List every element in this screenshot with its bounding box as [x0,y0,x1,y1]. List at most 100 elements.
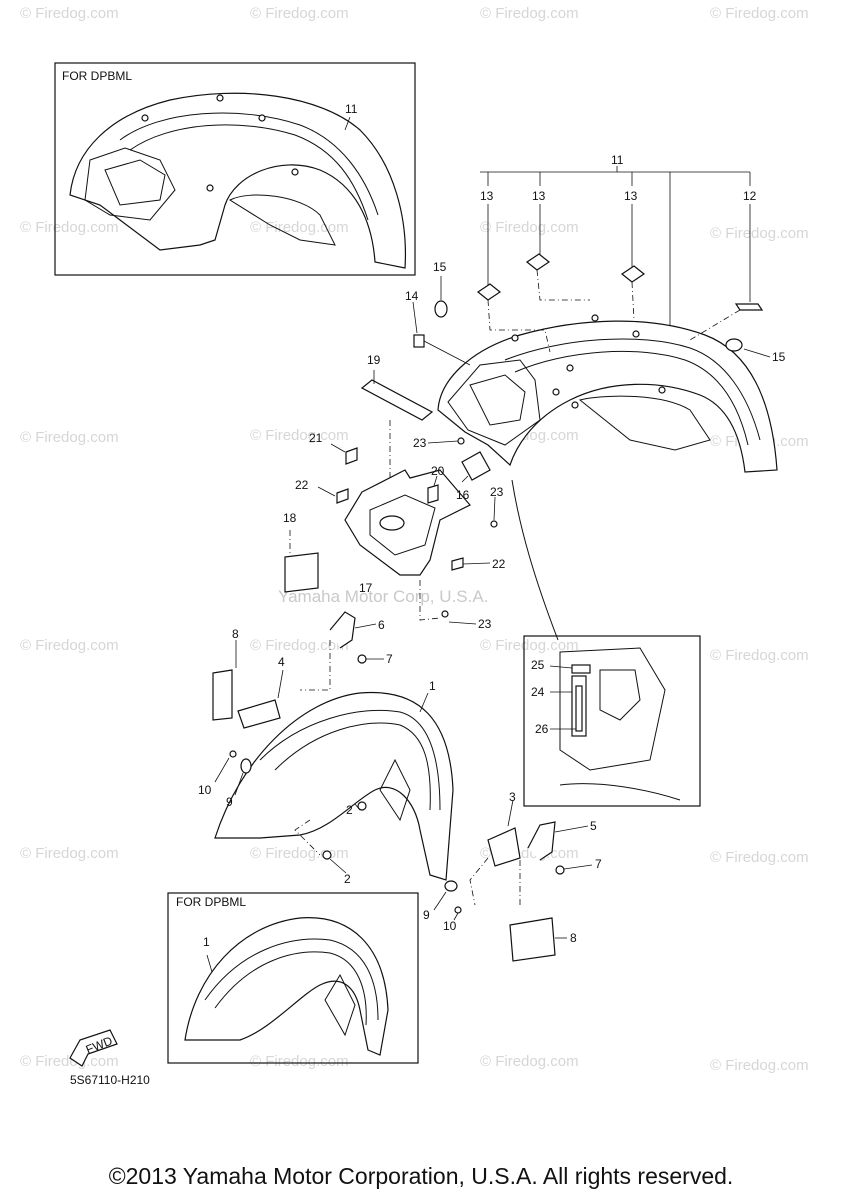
callout-label: 10 [443,919,457,933]
grommet-15b [725,338,743,352]
callout-label: 6 [378,618,385,632]
callout-label: 25 [531,658,545,672]
inset-frame [167,892,419,1064]
pad-22b [451,557,464,571]
callout-label: 11 [345,102,358,116]
front-fender-outline [184,917,389,1056]
callout-label: 2 [344,872,351,886]
watermark: © Firedog.com [480,219,579,236]
pad-21 [345,447,358,465]
watermark: © Firedog.com [20,219,119,236]
front-fender-body [214,691,454,881]
watermark: © Firedog.com [20,5,119,22]
callout-label: 2 [346,803,353,817]
inset-frame [54,62,416,276]
reflector-8b [509,917,556,962]
callout-label: 15 [772,350,786,364]
watermark-overlay: Yamaha Motor Corp, U.S.A. [278,587,488,606]
inset-front-fender: FOR DPBML [167,892,419,1064]
watermark: © Firedog.com [20,429,119,446]
inset-title: FOR DPBML [62,69,132,83]
callout-label: 3 [509,790,516,804]
emblem-13a [476,283,502,301]
emblem-12 [734,303,764,311]
callout-label: 22 [492,557,506,571]
watermark: © Firedog.com [250,1053,349,1070]
front-fender-main [212,611,593,962]
emblem-13b [525,253,551,271]
watermark: © Firedog.com [480,637,579,654]
callout-label: 16 [456,488,470,502]
watermark: © Firedog.com [710,1057,809,1074]
callout-label: 1 [429,679,436,693]
watermark: © Firedog.com [710,5,809,22]
callout-label: 23 [490,485,504,499]
pad-26 [575,685,583,732]
callout-label: 7 [595,857,602,871]
watermark: © Firedog.com [250,637,349,654]
callout-label: 1 [203,935,210,949]
plate-18 [284,552,319,593]
callout-label: 24 [531,685,545,699]
watermark: © Firedog.com [710,647,809,664]
callout-label: 13 [532,189,546,203]
inset-title: FOR DPBML [176,895,246,909]
callout-label: 21 [309,431,323,445]
callout-label: 8 [232,627,239,641]
license-bracket [284,370,559,641]
bracket-4 [237,699,281,729]
callout-label: 12 [743,189,757,203]
reflector-8a [212,669,233,721]
callout-label: 23 [478,617,492,631]
callout-label: 4 [278,655,285,669]
watermark: © Firedog.com [480,5,579,22]
inset-reflector [523,635,701,807]
stay-19 [360,379,434,421]
callout-label: 7 [386,652,393,666]
callout-label: 9 [423,908,430,922]
plate-16 [461,451,491,481]
watermark-grid: © Firedog.com © Firedog.com © Firedog.co… [20,5,809,1074]
callout-label: 8 [570,931,577,945]
rear-fender-main [412,166,778,473]
rear-fender-outline [69,92,407,269]
bracket-17 [344,469,471,576]
clip-14 [413,334,425,348]
copyright-notice: ©2013 Yamaha Motor Corporation, U.S.A. A… [108,1163,734,1189]
callouts: 11 13 13 13 12 15 15 14 19 23 21 20 16 2… [198,153,786,949]
drawing-code: 5S67110-H210 [70,1073,150,1087]
callout-label: 13 [480,189,494,203]
callout-label: 26 [535,722,549,736]
callout-label: 19 [367,353,381,367]
watermark: © Firedog.com [480,1053,579,1070]
callout-label: 23 [413,436,427,450]
grommet-15a [434,300,448,318]
pad-25 [571,664,591,674]
callout-label: 11 [611,153,624,167]
callout-label: 20 [431,464,445,478]
watermark: © Firedog.com [20,1053,119,1070]
watermark: © Firedog.com [20,845,119,862]
watermark: © Firedog.com [250,845,349,862]
rear-fender-body [437,320,778,473]
callout-label: 15 [433,260,447,274]
callout-label: 5 [590,819,597,833]
bracket-3 [487,827,521,867]
watermark: © Firedog.com [710,225,809,242]
watermark: © Firedog.com [20,637,119,654]
emblem-13c [620,265,646,283]
callout-label: 17 [359,581,373,595]
inset-rear-fender: FOR DPBML 11 [54,62,416,276]
inset-frame [523,635,701,807]
callout-label: 14 [405,289,419,303]
pad-20 [427,484,439,504]
watermark: © Firedog.com [250,427,349,444]
watermark: © Firedog.com [250,5,349,22]
callout-label: 13 [624,189,638,203]
callout-label: 10 [198,783,212,797]
wire-5 [527,821,556,861]
wire-6 [329,611,356,649]
watermark: © Firedog.com [710,849,809,866]
callout-label: 18 [283,511,297,525]
